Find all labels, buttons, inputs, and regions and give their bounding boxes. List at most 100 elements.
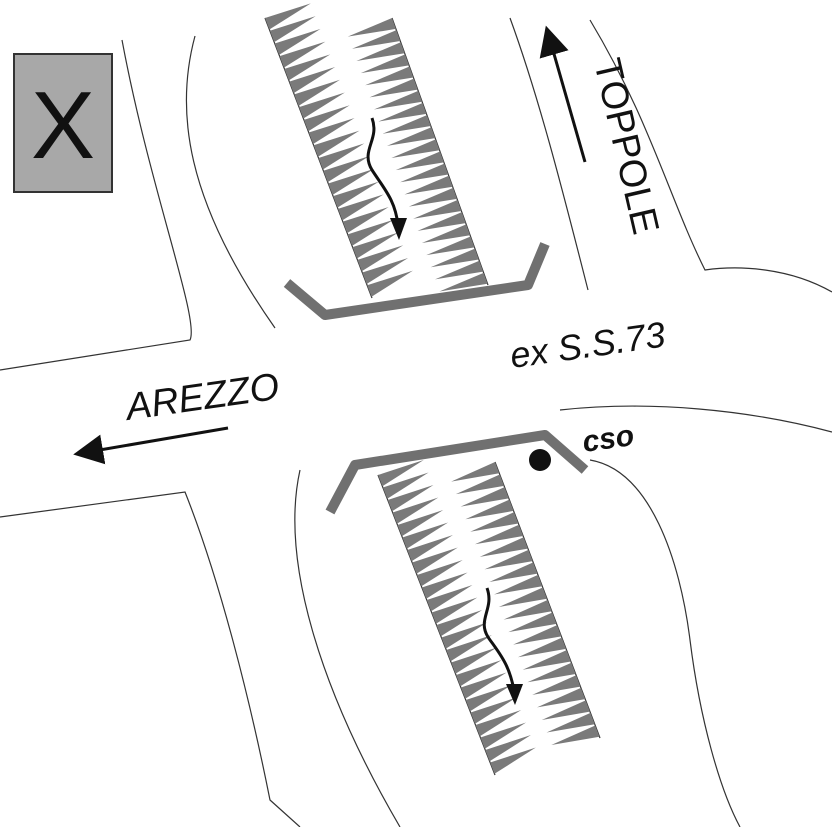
channel-north-west-bank-hatch (362, 257, 409, 284)
channel-north-west-bank-hatch (367, 270, 413, 297)
channel-north-east-bank-hatch (417, 212, 466, 231)
channel-south-east-bank-hatch (508, 612, 557, 633)
channel-north-east-bank-hatch (400, 163, 449, 183)
channel-north-west-bank-hatch (357, 245, 404, 272)
channel-north-east-bank-hatch (391, 139, 440, 159)
channel-north-east-bank-hatch (430, 248, 479, 268)
channel-south-west-bank-hatch (402, 522, 449, 549)
channel-north-east-bank-hatch (404, 175, 453, 195)
channel-south-east-bank-hatch (460, 487, 509, 507)
channel-south-east-bank-hatch (470, 512, 519, 532)
channel-south-west-bank-hatch (378, 460, 424, 487)
channel-north-east-bank-hatch (421, 224, 471, 243)
channel-north-west-bank-hatch (347, 219, 394, 246)
channel-south-east-bank-hatch (541, 700, 590, 720)
channel-south-west-bank-hatch (421, 572, 468, 599)
channel-south-west-bank-hatch (441, 622, 488, 649)
channel-north-east-bank-hatch (347, 18, 396, 37)
channel-south-west-bank-hatch (460, 672, 507, 699)
channel-north-east-bank-hatch (373, 90, 423, 110)
channel-north-east-bank-hatch (382, 115, 431, 134)
arrow-left-icon (73, 426, 229, 465)
channel-south-east-bank-hatch (465, 499, 514, 520)
cross-box-icon: X (13, 53, 113, 193)
drainage-channel-north (264, 3, 489, 299)
culvert-head-north (283, 242, 550, 320)
channel-north-east-bank-hatch (378, 102, 427, 122)
channel-south-east-bank-hatch (527, 662, 576, 683)
channel-south-east-bank-hatch (517, 637, 567, 658)
channel-south-west-bank-hatch (485, 735, 531, 762)
road-edge-north-middle (185, 35, 276, 329)
channel-south-east-bank-hatch (532, 675, 581, 695)
channel-south-east-bank-hatch (494, 574, 543, 595)
channel-north-west-bank-hatch (269, 16, 316, 43)
channel-north-east-bank-hatch (356, 42, 405, 61)
channel-north-west-bank-hatch (303, 105, 350, 132)
channel-south-west-bank-hatch (407, 535, 453, 562)
channel-south-west-bank-hatch (451, 647, 497, 674)
road-edge-north-west (0, 39, 192, 371)
road-edge-south-west (0, 491, 301, 827)
channel-south-east-bank-hatch (489, 562, 538, 582)
channel-south-west-bank-hatch (382, 472, 429, 499)
road-edge-south-east (589, 459, 741, 827)
channel-south-west-bank-hatch (480, 722, 527, 749)
drainage-channel-south (377, 460, 601, 776)
channel-south-west-bank-hatch (426, 585, 473, 612)
channel-north-west-bank-hatch (289, 67, 336, 94)
channel-north-west-bank-hatch (308, 117, 355, 144)
channel-south-west-bank-hatch (490, 747, 536, 774)
channel-north-east-bank-hatch (365, 66, 414, 86)
channel-north-west-bank-hatch (318, 143, 365, 170)
channel-south-west-bank-hatch (412, 547, 458, 574)
channel-north-west-bank-hatch (342, 207, 389, 234)
channel-south-east-bank-hatch (451, 462, 500, 482)
dot-icon (529, 449, 551, 471)
channel-north-west-bank-hatch (337, 194, 384, 221)
channel-south-west-bank-hatch (417, 560, 463, 587)
direction-north-label: TOPPOLE (585, 55, 666, 239)
channel-south-west-bank-hatch (456, 660, 502, 687)
channel-north-east-bank-hatch (386, 127, 436, 146)
channel-north-west-bank-hatch (313, 130, 360, 157)
channel-south-east-bank-hatch (474, 524, 524, 545)
channel-south-west-bank-hatch (392, 497, 439, 524)
channel-north-east-bank-hatch (408, 187, 458, 207)
channel-south-east-bank-hatch (537, 687, 586, 708)
channel-south-east-bank-hatch (498, 587, 548, 608)
wavy-arrow-down-icon (482, 587, 523, 705)
channel-north-west-bank-hatch (299, 92, 345, 119)
road-edges (0, 17, 832, 827)
marker-glyph: X (31, 72, 95, 179)
channel-south-west-bank-hatch (470, 697, 517, 724)
channel-north-west-bank-hatch (328, 168, 375, 195)
road-edge-north-east-bank (509, 17, 589, 291)
road-edge-north-east (589, 19, 832, 293)
channel-south-west-bank-hatch (465, 685, 512, 712)
channel-north-east-bank-hatch (395, 151, 444, 171)
channel-south-east-bank-hatch (455, 474, 505, 495)
channel-south-east-bank-hatch (522, 650, 571, 670)
channel-south-west-bank-hatch (431, 597, 478, 624)
channel-south-west-bank-hatch (475, 710, 522, 737)
channel-north-west-bank-hatch (279, 41, 326, 68)
point-label: cso (580, 419, 636, 459)
wavy-arrow-down-icon (366, 117, 407, 240)
channel-south-east-bank-hatch (513, 625, 562, 645)
channel-north-west-bank-hatch (284, 54, 331, 81)
channel-north-west-bank-hatch (333, 181, 379, 208)
channel-north-west-bank-hatch (274, 28, 321, 55)
channel-south-east-bank-hatch (551, 725, 600, 746)
channel-north-east-bank-hatch (413, 200, 462, 219)
channel-north-west-bank-hatch (352, 232, 399, 259)
culvert-head-south (325, 430, 589, 515)
direction-west-label: AREZZO (121, 366, 281, 429)
channel-south-west-bank-hatch (387, 485, 434, 512)
channel-north-east-bank-hatch (434, 260, 484, 280)
road-name-label: ex S.S.73 (507, 314, 667, 376)
channel-south-east-bank-hatch (484, 549, 533, 570)
channel-north-west-bank-hatch (265, 3, 311, 30)
